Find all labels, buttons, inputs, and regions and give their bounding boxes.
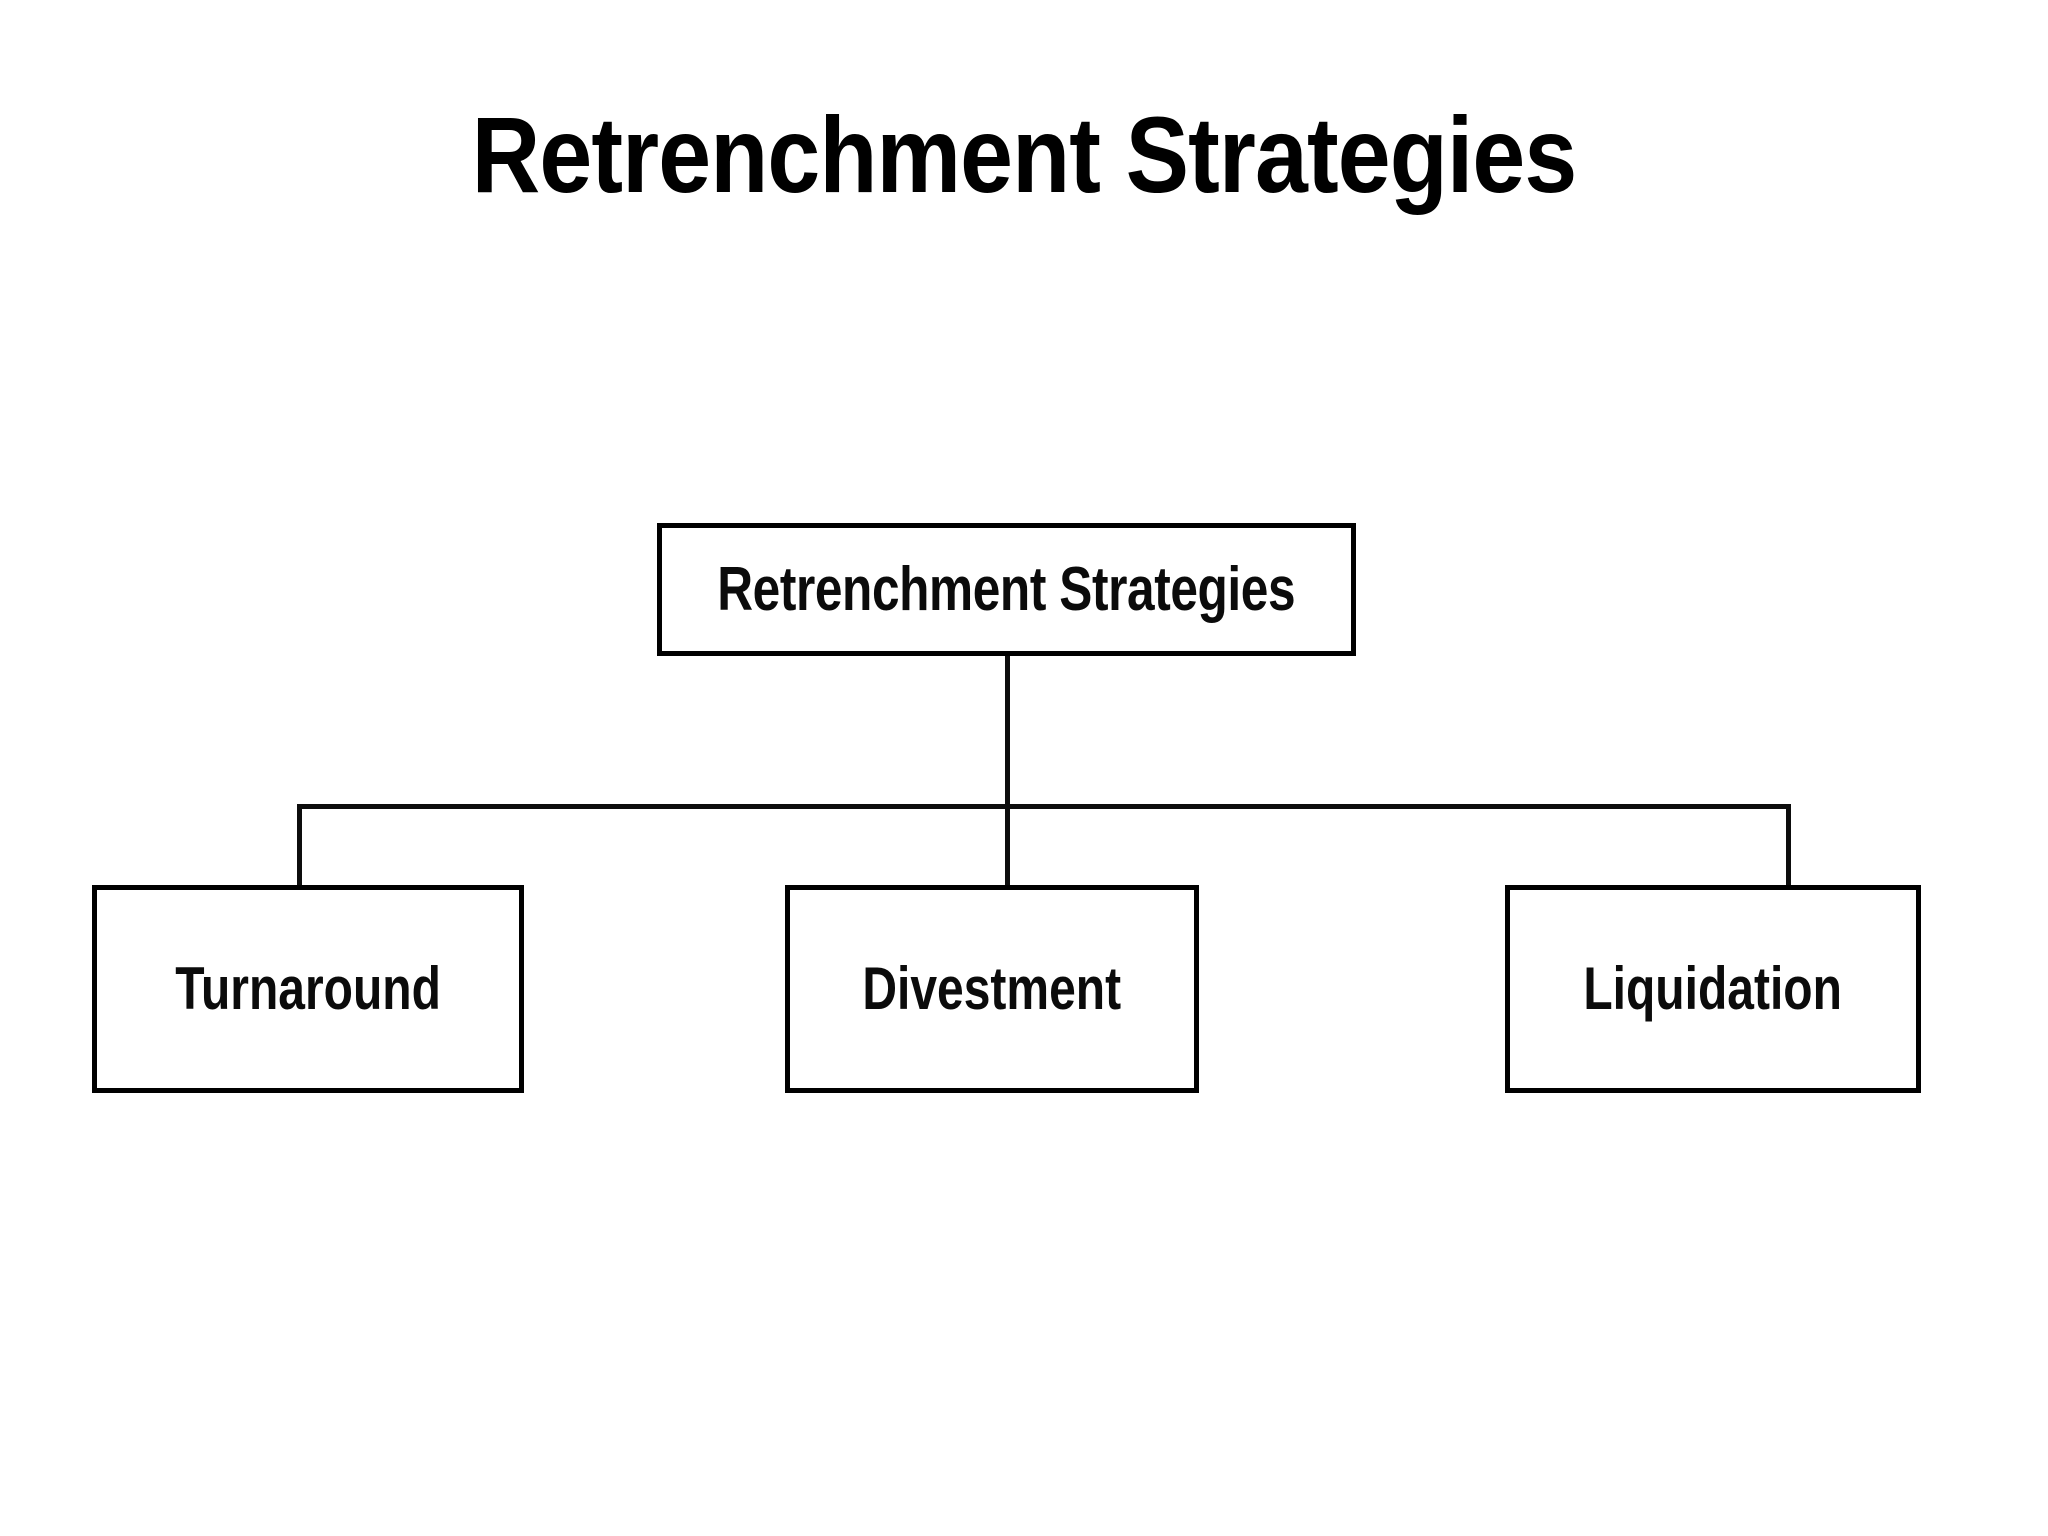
- node-turnaround: Turnaround: [92, 885, 524, 1093]
- connector-drop-turnaround: [297, 804, 302, 888]
- node-divestment: Divestment: [785, 885, 1199, 1093]
- node-label-liquidation: Liquidation: [1583, 955, 1843, 1022]
- node-retrenchment-strategies: Retrenchment Strategies: [657, 523, 1356, 656]
- page-title: Retrenchment Strategies: [471, 94, 1578, 215]
- node-label-divestment: Divestment: [862, 955, 1122, 1022]
- node-label-root: Retrenchment Strategies: [717, 554, 1296, 624]
- connector-root-stem: [1005, 653, 1010, 809]
- node-liquidation: Liquidation: [1505, 885, 1921, 1093]
- connector-drop-divestment: [1005, 804, 1010, 888]
- connector-drop-liquidation: [1786, 804, 1791, 888]
- node-label-turnaround: Turnaround: [175, 955, 441, 1022]
- connector-horizontal-bus: [297, 804, 1791, 809]
